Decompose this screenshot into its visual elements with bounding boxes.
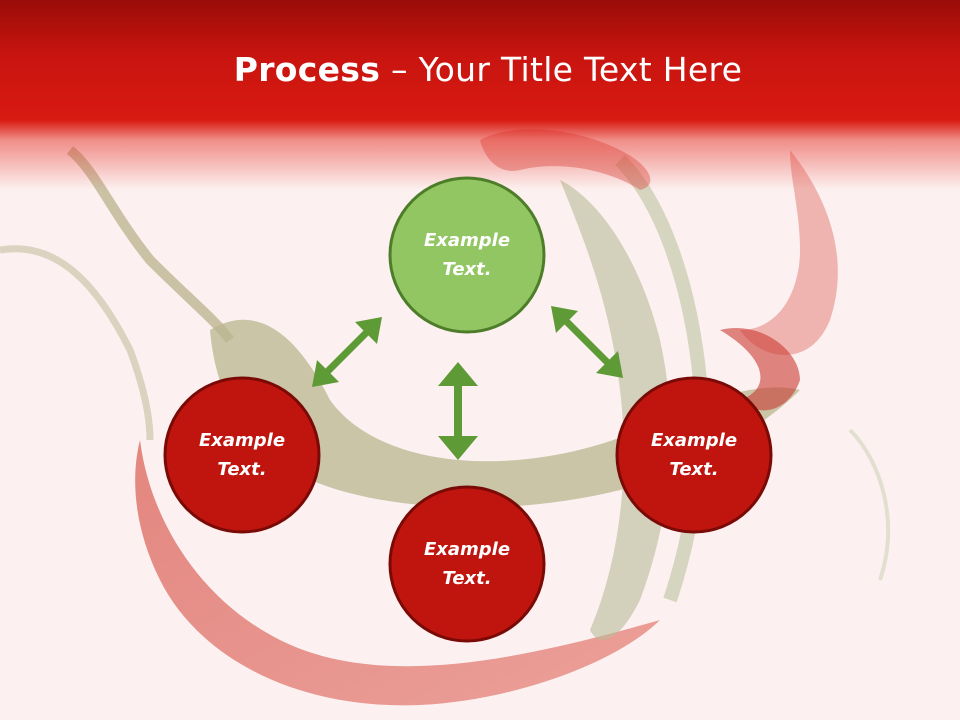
node-bottom-line2: Text. bbox=[442, 568, 492, 589]
node-left-line2: Text. bbox=[217, 459, 267, 480]
node-bottom-label: Example Text. bbox=[397, 535, 537, 593]
node-right-line1: Example bbox=[650, 430, 738, 451]
title-text: Your Title Text Here bbox=[418, 50, 743, 89]
node-right-label: Example Text. bbox=[624, 426, 764, 484]
node-top-label: Example Text. bbox=[397, 226, 537, 284]
arrow-center-vertical bbox=[438, 362, 478, 460]
node-top-circle[interactable] bbox=[388, 176, 546, 334]
title-separator: – bbox=[391, 50, 408, 89]
node-left-label: Example Text. bbox=[172, 426, 312, 484]
node-right-line2: Text. bbox=[669, 459, 719, 480]
node-left-circle[interactable] bbox=[163, 376, 321, 534]
node-right-circle[interactable] bbox=[615, 376, 773, 534]
slide-title: Process – Your Title Text Here bbox=[0, 50, 960, 89]
node-bottom-circle[interactable] bbox=[388, 485, 546, 643]
node-left-line1: Example bbox=[198, 430, 286, 451]
title-bar bbox=[0, 0, 960, 190]
arrow-top-right bbox=[551, 306, 623, 378]
node-bottom-line1: Example bbox=[423, 539, 511, 560]
node-top-line1: Example bbox=[423, 230, 511, 251]
arrow-top-left bbox=[312, 317, 382, 387]
node-top-line2: Text. bbox=[442, 259, 492, 280]
title-bold: Process bbox=[233, 50, 381, 89]
